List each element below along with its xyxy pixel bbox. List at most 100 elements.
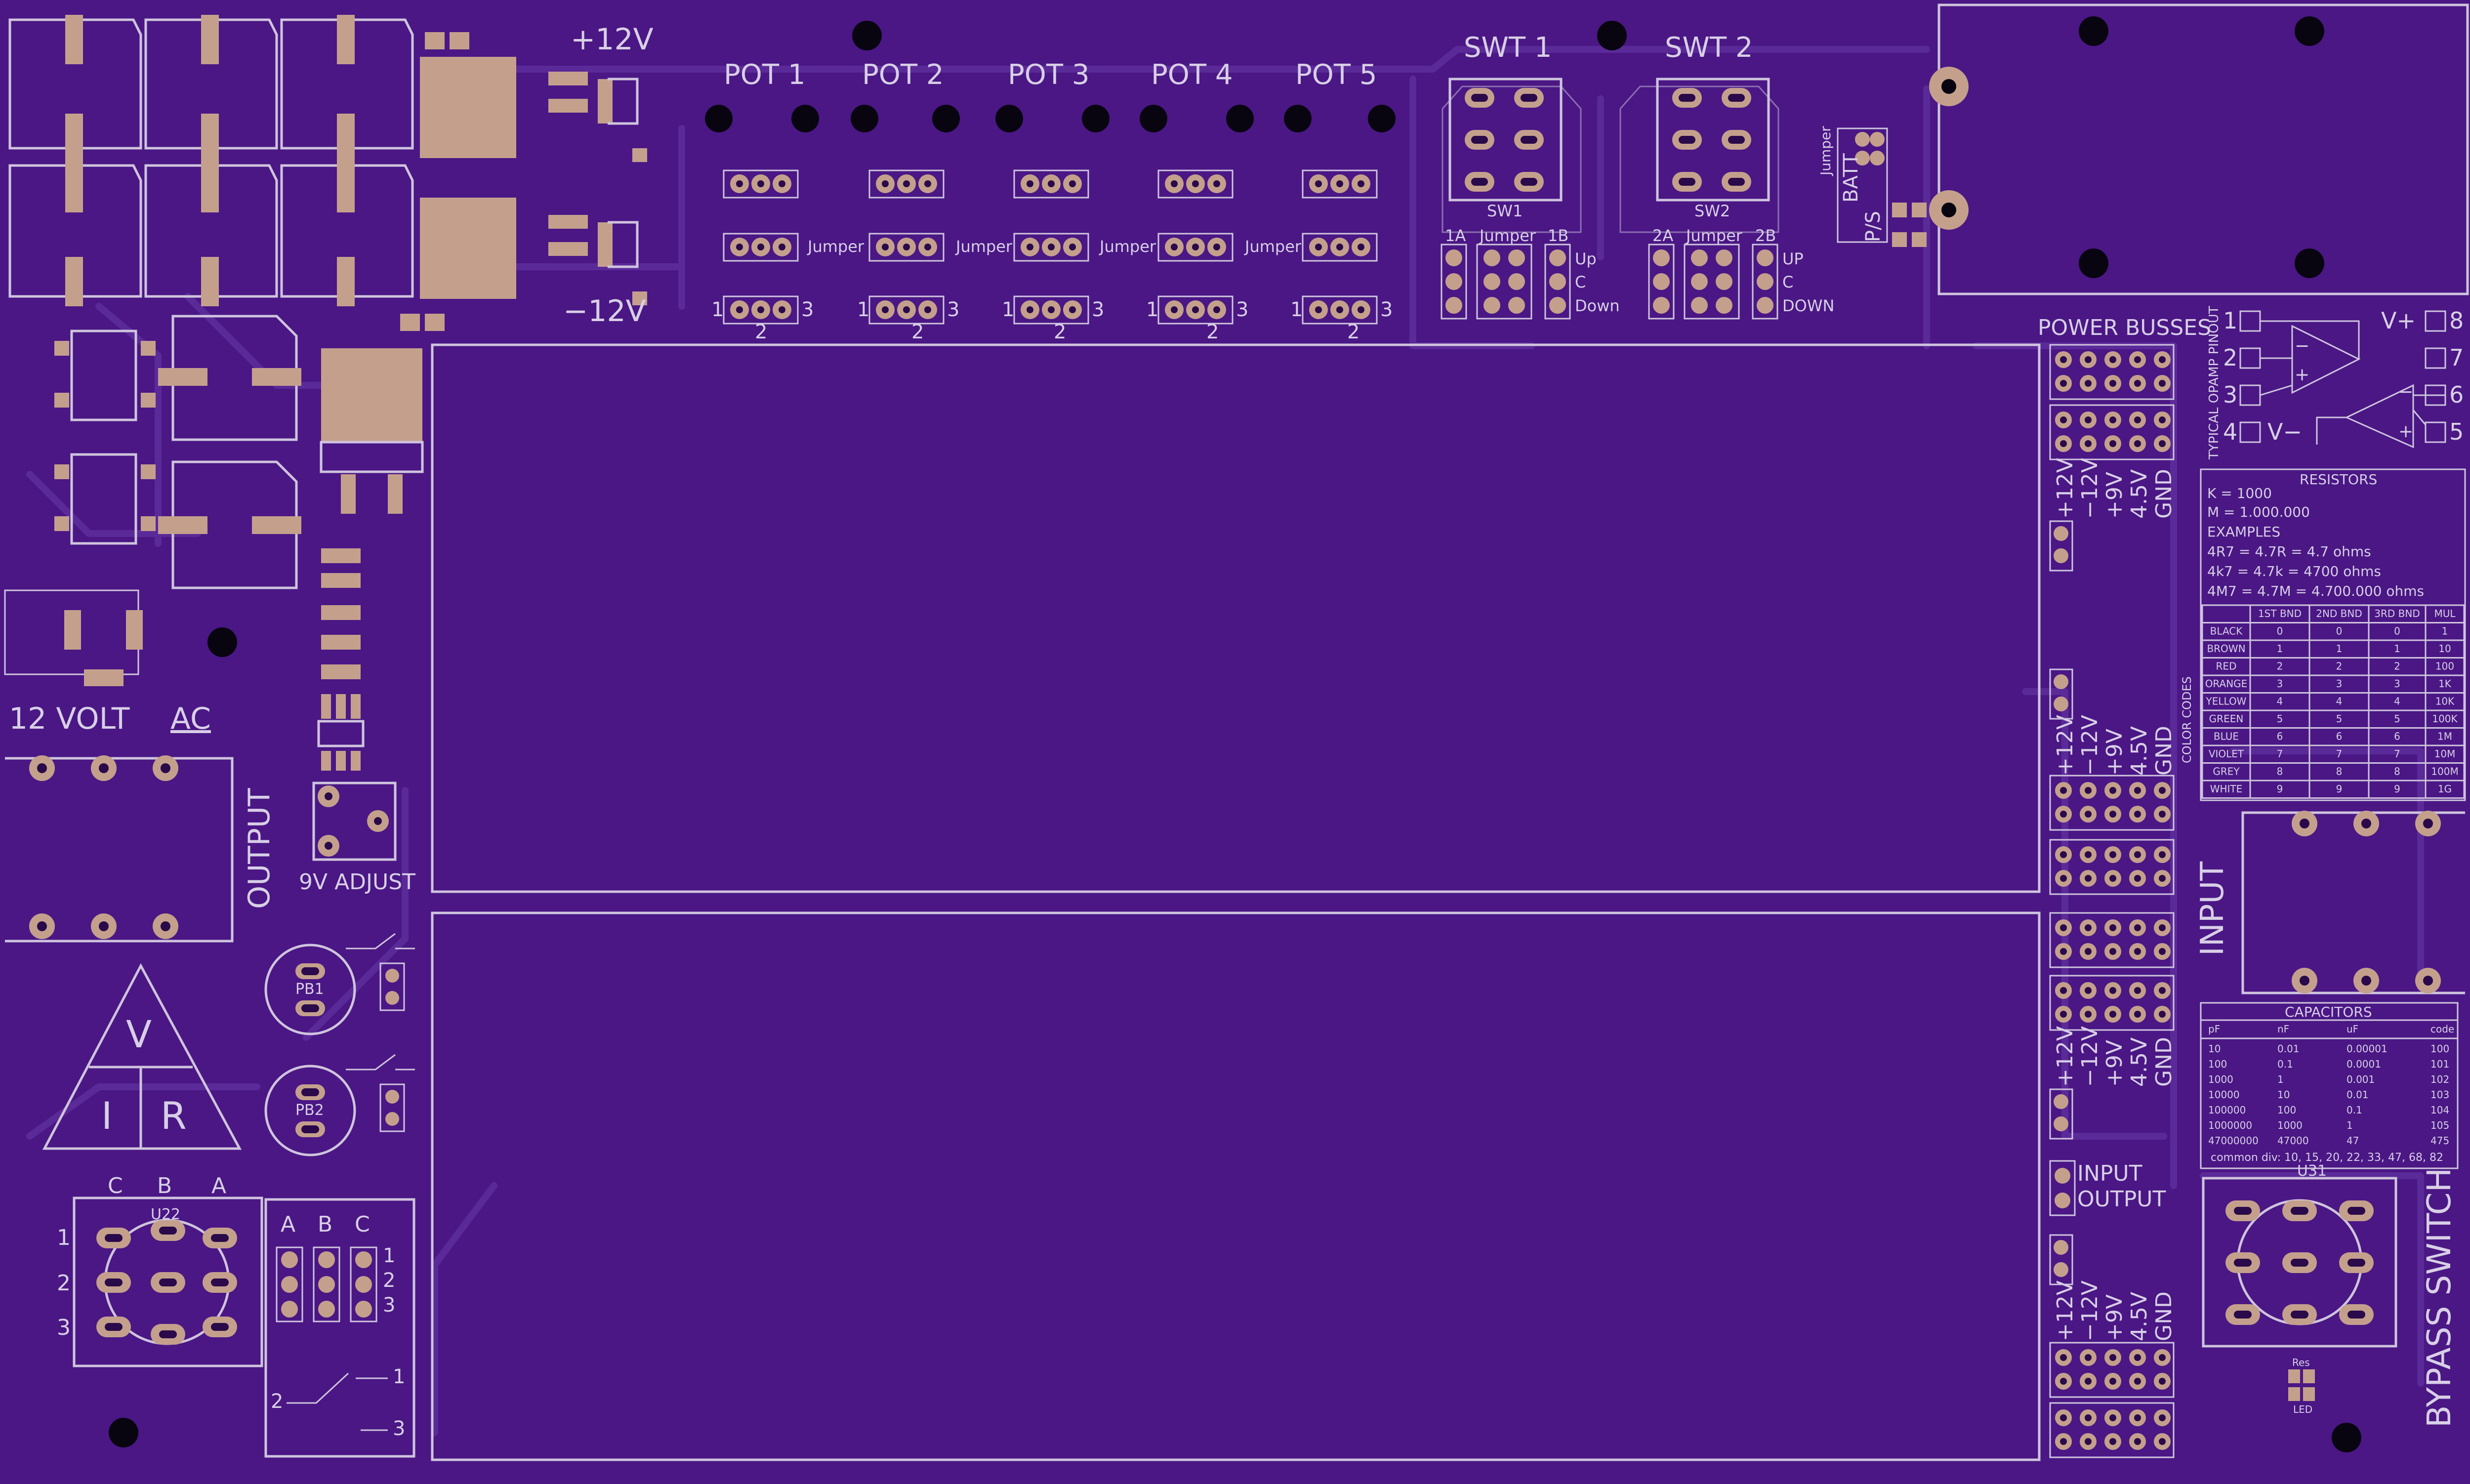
- svg-text:−: −: [2295, 336, 2309, 356]
- bus-pad-hole: [2060, 380, 2067, 387]
- table-cell: 1: [2277, 1073, 2284, 1085]
- pot-4[interactable]: POT 4 Jumper 1 3 2: [1140, 59, 1302, 343]
- bus-pad-hole: [2109, 851, 2116, 858]
- bus-pad-hole: [2109, 924, 2116, 931]
- table-cell: 0: [2336, 625, 2343, 637]
- table-cell: 10: [2277, 1089, 2290, 1101]
- table-cell: 104: [2430, 1104, 2449, 1116]
- table-cell: 100: [2208, 1058, 2227, 1070]
- led-label: LED: [2293, 1403, 2312, 1415]
- pot-5[interactable]: POT 5 1 3 2: [1284, 59, 1396, 343]
- opamp-pinout: TYPICAL OPAMP PINOUT 1 2 3 4 V− V+ 8 7 6…: [2207, 306, 2464, 460]
- bus-pad-hole: [2134, 380, 2141, 387]
- u22-row-3: 3: [57, 1315, 71, 1340]
- table-header-cell: pF: [2208, 1023, 2220, 1035]
- pot-2[interactable]: POT 2 Jumper 1 3 2: [851, 59, 1013, 343]
- bus-labels-1: +12V −12V +9V 4.5V GND: [2053, 458, 2177, 519]
- table-cell: 0.00001: [2346, 1043, 2388, 1055]
- table-cell: 1000: [2277, 1119, 2303, 1131]
- bus-label: +12V: [2053, 1026, 2078, 1087]
- bus-pad-hole: [2085, 787, 2092, 794]
- bus-pad-hole: [2060, 1011, 2067, 1018]
- table-cell: 7: [2277, 748, 2283, 760]
- bus-block-4: [2049, 1342, 2175, 1458]
- bus-pad-hole: [2085, 1414, 2092, 1421]
- table-cell: 2: [2336, 660, 2343, 672]
- bus-label: 4.5V: [2127, 1292, 2152, 1341]
- pot-3[interactable]: POT 3 Jumper 1 3 2: [995, 59, 1156, 343]
- table-cell: 0.1: [2277, 1058, 2293, 1070]
- label-minus12v: −12V: [563, 294, 646, 329]
- bus-pad-hole: [2134, 1378, 2141, 1385]
- bus-pad-hole: [2134, 811, 2141, 818]
- u22-col-c: C: [108, 1173, 123, 1198]
- table-header-cell: MUL: [2434, 608, 2456, 619]
- input-jack[interactable]: INPUT: [2194, 811, 2465, 994]
- bus-pad-hole: [2159, 851, 2166, 858]
- table-cell: 100: [2435, 660, 2454, 672]
- opamp-pin-4: 4: [2223, 418, 2237, 445]
- regulator-minus12: [420, 198, 516, 299]
- bus-label: −12V: [2077, 1026, 2102, 1087]
- pot-jumper-label: Jumper: [1099, 237, 1156, 256]
- table-cell: 100M: [2431, 766, 2458, 778]
- capacitors-title: CAPACITORS: [2285, 1004, 2372, 1020]
- table-cell: 475: [2430, 1135, 2449, 1147]
- table-cell: 1000000: [2208, 1119, 2252, 1131]
- switch-1[interactable]: SWT 1 SW1 1A Jumper 1B Up C Down: [1441, 32, 1620, 320]
- push-button-1[interactable]: PB1: [264, 933, 415, 1035]
- bus-label: +9V: [2102, 472, 2127, 519]
- table-cell: 6: [2394, 731, 2400, 742]
- bus-pad-hole: [2060, 924, 2067, 931]
- bus-pad-hole: [2060, 875, 2067, 882]
- u22-row-1: 1: [57, 1225, 71, 1250]
- rotary-switch-u22[interactable]: C B A U22 1 2 3: [57, 1173, 263, 1367]
- bus-pad-hole: [2085, 380, 2092, 387]
- bus-pad-hole: [2159, 924, 2166, 931]
- push-button-2[interactable]: PB2: [264, 1054, 415, 1156]
- switch-2[interactable]: SWT 2 SW2 2A Jumper 2B UP C DOWN: [1619, 32, 1834, 320]
- pot-label: POT 4: [1151, 59, 1233, 91]
- bus-label: +9V: [2102, 1040, 2127, 1087]
- bypass-footswitch[interactable]: U31 BYPASS SWITCH Res LED: [2202, 1162, 2458, 1428]
- label-input: INPUT: [2194, 861, 2231, 956]
- table-cell: 10M: [2434, 748, 2456, 760]
- table-cell: 10: [2208, 1043, 2221, 1055]
- opamp-vminus: V−: [2267, 418, 2302, 445]
- switch-b-label: 2B: [1755, 226, 1776, 245]
- bus-pad-hole: [2109, 787, 2116, 794]
- bus-pad-hole: [2159, 1011, 2166, 1018]
- table-cell: ORANGE: [2205, 678, 2248, 690]
- switch-up-label: Up: [1575, 249, 1597, 268]
- batt-ps-jumper[interactable]: Jumper BATT P/S: [1817, 126, 1927, 247]
- opamp-pin-5: 5: [2449, 418, 2464, 445]
- opamp-title: TYPICAL OPAMP PINOUT: [2207, 306, 2222, 460]
- pot-pin-2: 2: [1054, 321, 1066, 343]
- bus-pad-hole: [2060, 1378, 2067, 1385]
- table-cell: 1: [2394, 643, 2400, 655]
- selector-jumper-block[interactable]: A B C 1 2 3 2 1 3: [264, 1198, 415, 1458]
- bus-label: −12V: [2077, 458, 2102, 519]
- bus-label: +9V: [2102, 729, 2127, 776]
- pot-pin-1: 1: [711, 298, 724, 321]
- pot-jumper-label: Jumper: [955, 237, 1013, 256]
- switch-down-label: DOWN: [1782, 296, 1834, 315]
- table-cell: 1: [2277, 643, 2283, 655]
- resistors-line-4: 4R7 = 4.7R = 4.7 ohms: [2207, 543, 2371, 560]
- switch-ref: SW1: [1487, 202, 1523, 220]
- opamp-pin-7: 7: [2449, 344, 2464, 371]
- bus-pad-hole: [2134, 416, 2141, 423]
- bus-pad-hole: [2109, 440, 2116, 447]
- label-plus12v: +12V: [571, 22, 654, 57]
- power-busses: POWER BUSSES +12V −12V +9V 4.5V GND +12V: [2038, 315, 2211, 1458]
- bus-block-2: [2049, 775, 2175, 895]
- bridge-rectifier-1: [70, 330, 137, 421]
- bus-pad-hole: [2109, 1414, 2116, 1421]
- pot-1[interactable]: POT 1 Jumper 1 3 2: [705, 59, 864, 343]
- bus-pad-hole: [2085, 1354, 2092, 1361]
- cap-bank: [8, 15, 414, 306]
- table-cell: GREY: [2213, 766, 2240, 778]
- table-cell: YELLOW: [2206, 696, 2247, 707]
- trimmer-9v[interactable]: [312, 782, 397, 861]
